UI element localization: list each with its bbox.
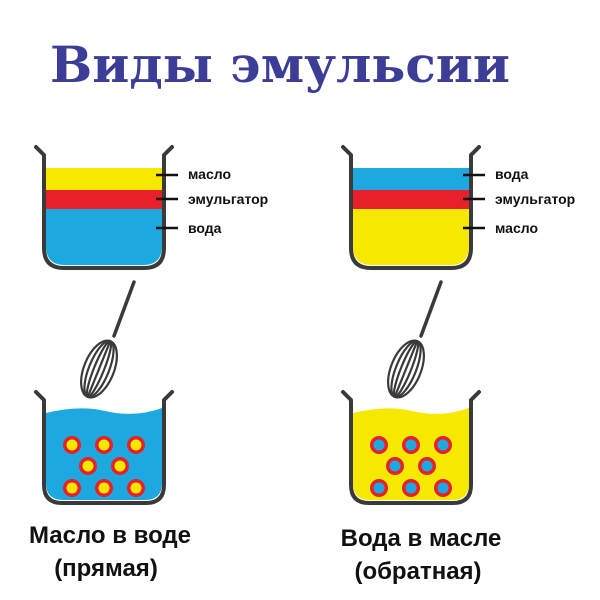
- caption-line-2: (прямая): [54, 555, 158, 582]
- layered-beaker: масло эмульгатор вода: [34, 145, 268, 270]
- beaker-wall: [34, 390, 174, 505]
- layer-top: [46, 168, 162, 190]
- droplet: [434, 436, 452, 454]
- droplet: [386, 457, 404, 475]
- layer-bottom: [353, 209, 469, 265]
- droplet: [402, 436, 420, 454]
- whisk-handle: [419, 280, 443, 338]
- layer-middle: [46, 190, 162, 209]
- droplet: [370, 479, 388, 497]
- emulsion-beaker: [341, 390, 481, 505]
- droplet: [127, 479, 145, 497]
- layer-label-bottom: масло: [495, 220, 538, 236]
- whisk-loops: [80, 339, 118, 399]
- layer-middle: [353, 190, 469, 209]
- layer-top: [353, 168, 469, 190]
- caption-line-1: Вода в масле: [341, 525, 502, 552]
- layered-beaker: вода эмульгатор масло: [341, 145, 575, 270]
- whisk-handle: [112, 280, 136, 338]
- droplet: [95, 436, 113, 454]
- panel-oil-in-water: масло эмульгатор вода Масло в: [29, 145, 268, 582]
- emulsion-beaker: [34, 390, 174, 505]
- droplet: [434, 479, 452, 497]
- droplet: [95, 479, 113, 497]
- droplet: [402, 479, 420, 497]
- caption-line-2: (обратная): [354, 558, 481, 585]
- page-title: Виды эмульсии: [50, 35, 510, 94]
- droplet: [63, 436, 81, 454]
- droplet: [418, 457, 436, 475]
- layer-label-top: вода: [495, 166, 529, 182]
- droplet: [79, 457, 97, 475]
- panel-water-in-oil: вода эмульгатор масло Вода в: [341, 145, 575, 585]
- beaker-wall: [341, 390, 481, 505]
- layer-label-top: масло: [188, 166, 231, 182]
- droplet: [111, 457, 129, 475]
- layer-bottom: [46, 209, 162, 265]
- layer-label-middle: эмульгатор: [188, 191, 268, 207]
- droplet: [63, 479, 81, 497]
- whisk: [387, 280, 443, 399]
- droplet: [370, 436, 388, 454]
- whisk: [80, 280, 136, 399]
- caption-line-1: Масло в воде: [29, 522, 191, 549]
- layer-label-middle: эмульгатор: [495, 191, 575, 207]
- layer-label-bottom: вода: [188, 220, 222, 236]
- beaker-wall: [34, 145, 174, 270]
- beaker-wall: [341, 145, 481, 270]
- whisk-loops: [387, 339, 425, 399]
- droplet: [127, 436, 145, 454]
